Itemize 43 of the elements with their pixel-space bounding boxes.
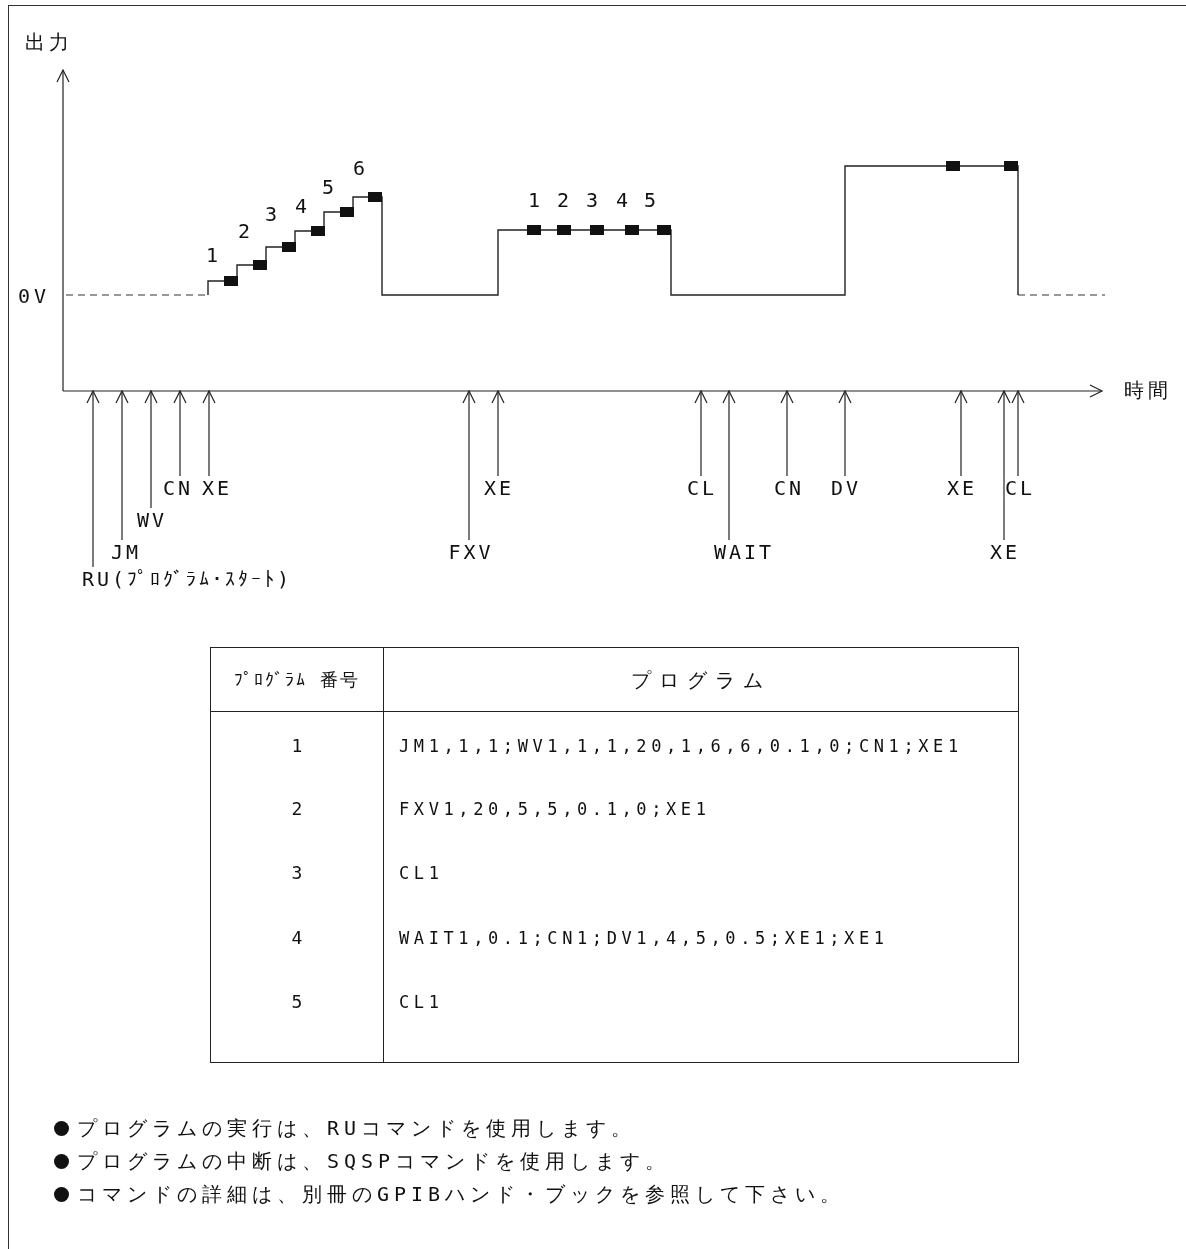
program-code: WAIT1,0.1;CN1;DV1,4,5,0.5;XE1;XE1 xyxy=(399,927,889,950)
program-number: 1 xyxy=(290,734,304,758)
command-arrow xyxy=(173,390,187,477)
program-code: FXV1,20,5,5,0.1,0;XE1 xyxy=(399,798,711,821)
command-arrow xyxy=(954,390,968,477)
step-number: 5 xyxy=(644,188,660,212)
command-arrow xyxy=(491,390,505,477)
step-number: 6 xyxy=(353,156,369,180)
command-arrow xyxy=(694,390,708,477)
note-text: コマンドの詳細は、別冊のGPIBハンド・ブックを参照して下さい。 xyxy=(77,1181,846,1207)
command-arrow xyxy=(202,390,216,477)
voltage-label: 0V xyxy=(17,284,51,308)
step-number: 3 xyxy=(265,202,281,226)
program-code: CL1 xyxy=(399,862,444,885)
command-arrow xyxy=(144,390,158,509)
step-number: 3 xyxy=(586,188,602,212)
command-arrow xyxy=(1011,390,1025,477)
command-arrow xyxy=(115,390,129,541)
command-arrow xyxy=(997,390,1011,541)
step-number: 1 xyxy=(206,243,222,267)
note-text: プログラムの実行は、RUコマンドを使用します。 xyxy=(77,1115,637,1141)
axis-label: 時間 xyxy=(1124,378,1172,402)
step-number: 4 xyxy=(616,188,632,212)
step-number: 5 xyxy=(322,175,338,199)
step-number: 1 xyxy=(528,188,544,212)
axis-label: 出力 xyxy=(25,30,73,54)
program-number: 5 xyxy=(290,990,304,1014)
step-number: 2 xyxy=(557,188,573,212)
command-arrow xyxy=(838,390,852,477)
column-header: プログラム xyxy=(630,668,772,692)
step-number: 2 xyxy=(238,219,254,243)
command-arrow xyxy=(86,390,100,568)
command-arrow xyxy=(722,390,736,541)
step-number: 4 xyxy=(295,194,311,218)
program-code: JM1,1,1;WV1,1,1,20,1,6,6,0.1,0;CN1;XE1 xyxy=(399,735,963,758)
program-code: CL1 xyxy=(399,991,444,1014)
program-number: 2 xyxy=(290,797,304,821)
column-header: ﾌﾟﾛｸﾞﾗﾑ 番号 xyxy=(233,668,361,692)
command-arrow xyxy=(780,390,794,477)
program-number: 3 xyxy=(290,861,304,885)
note-text: プログラムの中断は、SQSPコマンドを使用します。 xyxy=(77,1148,671,1174)
program-number: 4 xyxy=(290,926,304,950)
command-arrow xyxy=(462,390,476,541)
